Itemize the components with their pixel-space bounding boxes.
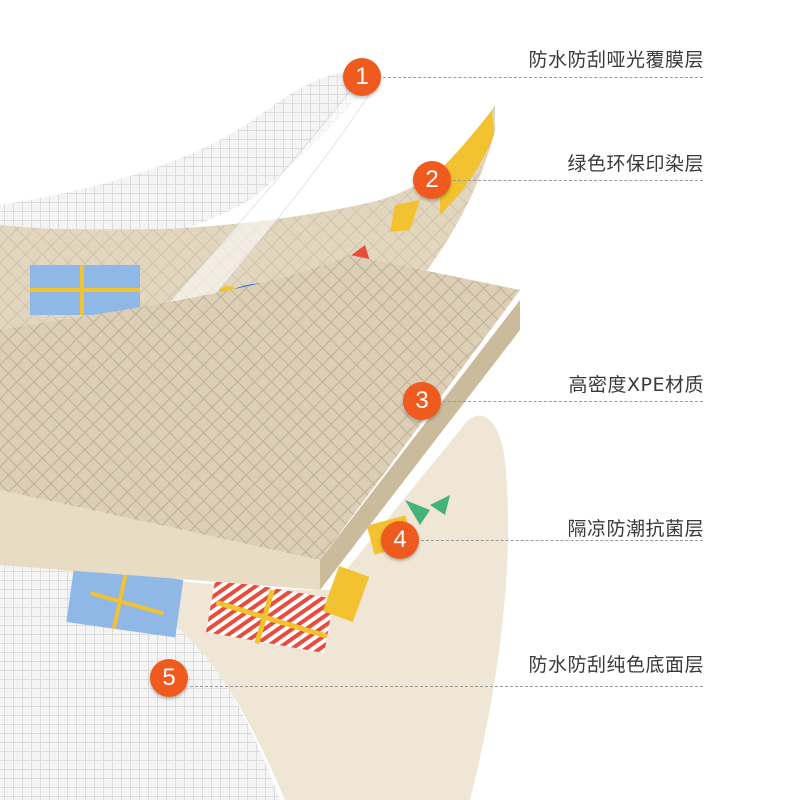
xpe-foam-slab — [0, 255, 520, 590]
leader-line-4 — [421, 540, 703, 541]
leader-line-1 — [383, 77, 703, 78]
layer-number-badge-3: 3 — [403, 382, 441, 420]
layer-label-3: 高密度XPE材质 — [568, 374, 704, 396]
layer-number-badge-4: 4 — [381, 521, 419, 559]
layer-label-4: 隔凉防潮抗菌层 — [567, 518, 704, 540]
layer-number-badge-2: 2 — [413, 161, 451, 199]
leader-line-3 — [443, 401, 703, 402]
layer-label-2: 绿色环保印染层 — [567, 153, 704, 175]
layer-label-5: 防水防刮纯色底面层 — [528, 654, 704, 676]
leader-line-2 — [453, 180, 703, 181]
top-white-film — [0, 71, 370, 255]
layer-number-badge-1: 1 — [343, 58, 381, 96]
layer-label-1: 防水防刮哑光覆膜层 — [528, 49, 704, 71]
layer-number-badge-5: 5 — [150, 659, 188, 697]
leader-line-5 — [190, 686, 703, 687]
